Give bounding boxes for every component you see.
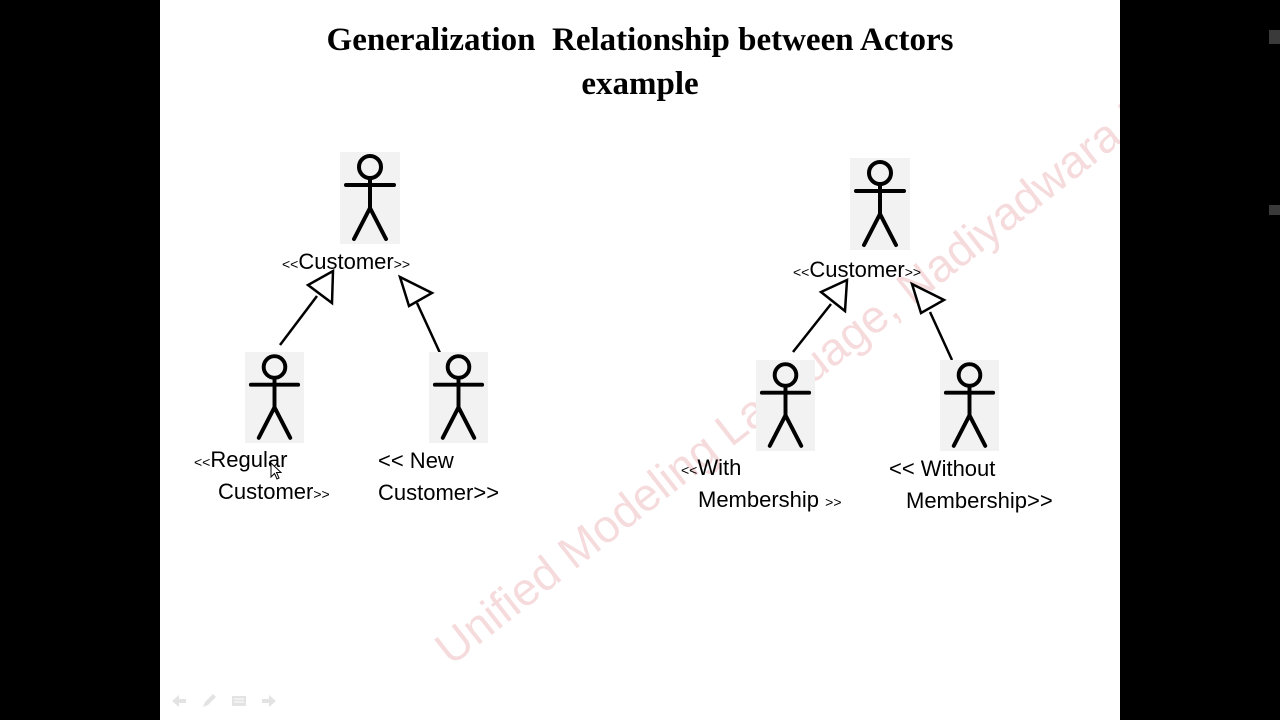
generalization-arrow-with-membership bbox=[792, 277, 849, 353]
actor-name: Customer bbox=[809, 257, 905, 282]
generalization-arrow-regular-customer bbox=[279, 268, 335, 346]
stereotype-close: >> bbox=[393, 256, 411, 272]
actor-without-membership-icon bbox=[940, 360, 999, 451]
actor-label-with-membership-line2: Membership >> bbox=[698, 484, 842, 518]
actor-name: Customer bbox=[298, 249, 394, 274]
actor-with-membership-icon bbox=[756, 360, 815, 451]
scrollbar-thumb[interactable] bbox=[1269, 205, 1280, 215]
actor-label-new-customer-line1: << New bbox=[378, 448, 454, 473]
slideshow-nav bbox=[170, 692, 290, 710]
actor-name-line2: Customer bbox=[218, 479, 314, 504]
actor-label-customer-right: <<Customer>> bbox=[793, 254, 921, 288]
actor-name-line2: Membership bbox=[698, 487, 820, 512]
actor-customer-right-icon bbox=[850, 158, 910, 250]
stereotype-close: >> bbox=[313, 486, 330, 502]
stereotype-open: << bbox=[793, 264, 810, 280]
actor-new-customer-icon bbox=[429, 352, 488, 443]
title-line-2: example bbox=[581, 66, 699, 102]
generalization-arrow-new-customer bbox=[397, 274, 442, 354]
actor-label-new-customer-line2: Customer>> bbox=[378, 480, 500, 505]
actor-label-regular-customer-line2: Customer>> bbox=[218, 476, 330, 510]
stereotype-open: << bbox=[681, 462, 698, 478]
actor-label-with-membership-line1: <<With bbox=[681, 452, 741, 486]
actor-label-without-membership-line2: Membership>> bbox=[906, 488, 1053, 513]
stereotype-open: << bbox=[282, 256, 299, 272]
forward-arrow-icon[interactable] bbox=[260, 692, 278, 710]
stereotype-close: >> bbox=[825, 494, 842, 510]
generalization-arrows bbox=[279, 268, 954, 361]
stereotype-close: >> bbox=[904, 264, 922, 280]
scrollbar[interactable] bbox=[1269, 0, 1280, 720]
menu-icon[interactable] bbox=[230, 692, 248, 710]
scrollbar-thumb-top[interactable] bbox=[1269, 30, 1280, 44]
generalization-arrow-without-membership bbox=[909, 281, 954, 361]
actor-regular-customer-icon bbox=[245, 352, 304, 443]
pen-icon[interactable] bbox=[200, 692, 218, 710]
actor-name-line1: With bbox=[697, 455, 742, 480]
back-arrow-icon[interactable] bbox=[170, 692, 188, 710]
slide-title: Generalization Relationship between Acto… bbox=[160, 18, 1120, 106]
actor-customer-icon bbox=[340, 152, 400, 244]
actor-label-without-membership-line1: << Without bbox=[889, 456, 996, 481]
slide: Unified Modeling Language, Nadiyadwara P… bbox=[160, 0, 1120, 720]
mouse-cursor-icon bbox=[270, 462, 282, 480]
title-line-1: Generalization Relationship between Acto… bbox=[326, 22, 954, 58]
actor-label-customer: <<Customer>> bbox=[282, 246, 410, 280]
stereotype-open: << bbox=[194, 454, 211, 470]
